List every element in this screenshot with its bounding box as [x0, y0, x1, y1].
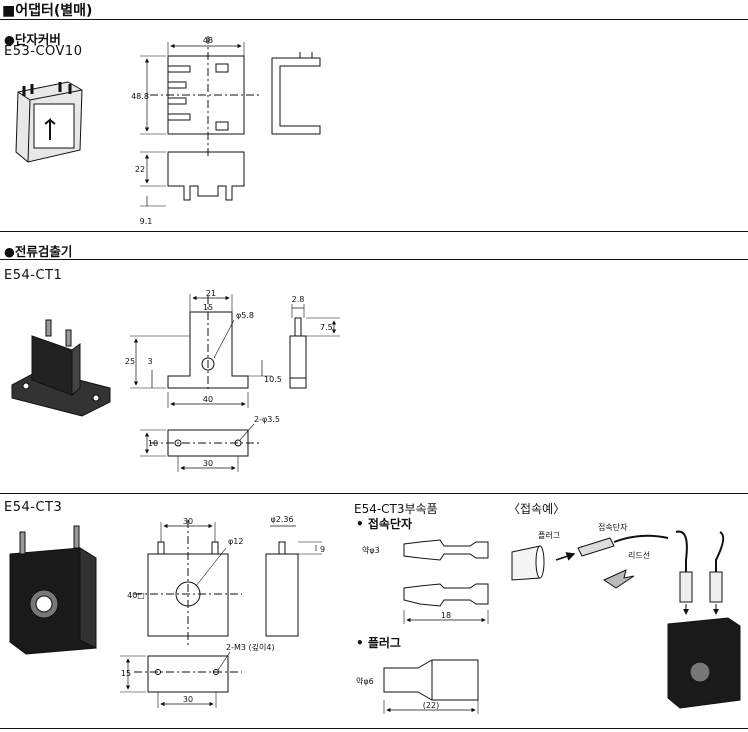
dim-text: 15 — [121, 669, 131, 678]
dim-text: 48.8 — [131, 92, 149, 101]
dim-text: φ5.8 — [236, 311, 254, 320]
terminal-label: • 접속단자 — [356, 517, 413, 531]
example-title: 〈접속예〉 — [508, 502, 566, 516]
cover-side-view — [271, 52, 321, 135]
ct1-bottom-view — [140, 423, 262, 472]
dim-text: 48 — [203, 36, 213, 45]
dim-text: 22 — [135, 165, 145, 174]
dim-text: 2-φ3.5 — [254, 415, 280, 424]
dim-text: 21 — [206, 289, 216, 298]
dim-text: φ2.36 — [270, 515, 293, 524]
example-label-plug: 플러그 — [538, 531, 560, 540]
dim-text: 18 — [441, 611, 451, 620]
divider — [0, 493, 748, 494]
dim-text: 3 — [147, 357, 152, 366]
ct3-side-view — [265, 525, 322, 637]
terminal-drawing — [403, 539, 489, 624]
cover-bottom-view — [140, 151, 245, 207]
cover-photo — [15, 81, 83, 163]
dim-text: 40 — [203, 395, 213, 404]
dim-text: 30 — [183, 517, 193, 526]
dim-text: 9.1 — [140, 217, 153, 226]
dim-text: 약φ6 — [356, 676, 374, 686]
divider — [0, 259, 748, 260]
cover-model: E53-COV10 — [4, 44, 83, 59]
ct3-bottom-view — [120, 651, 242, 708]
ct1-side-view — [289, 304, 340, 389]
plug-label: • 플러그 — [356, 636, 401, 650]
cover-front-view — [140, 36, 262, 156]
dim-text: 10 — [148, 439, 158, 448]
ct3-photo — [9, 525, 97, 655]
page-title: ■어댑터(별매) — [2, 3, 93, 19]
dim-text: 약φ3 — [362, 545, 380, 555]
connection-example — [511, 530, 741, 709]
divider — [0, 728, 748, 729]
dim-text: 7.5 — [320, 323, 333, 332]
ct3-model: E54-CT3 — [4, 500, 63, 515]
dim-text: 25 — [125, 357, 135, 366]
ct3-front-view — [134, 520, 242, 648]
divider — [0, 19, 748, 20]
example-label-terminal: 접속단자 — [598, 522, 628, 532]
plug-drawing — [383, 659, 479, 714]
dim-text: 2-M3 (깊이4) — [226, 642, 275, 652]
dim-text: (22) — [423, 701, 439, 710]
ct1-front-view — [130, 294, 272, 408]
dim-text: 30 — [203, 459, 213, 468]
divider — [0, 231, 748, 232]
ct-heading: ●전류검출기 — [4, 244, 73, 259]
accessory-title: E54-CT3부속품 — [354, 502, 438, 516]
ct1-photo — [11, 319, 111, 417]
ct1-model: E54-CT1 — [4, 268, 63, 283]
dim-text: 2.8 — [292, 295, 305, 304]
dim-text: φ12 — [228, 537, 243, 546]
cover-heading: ●단자커버 — [4, 32, 61, 47]
example-label-lead: 리드선 — [628, 551, 650, 560]
dim-text: 15 — [203, 303, 213, 312]
dim-text: 40□ — [127, 591, 145, 600]
dim-text: 30 — [183, 695, 193, 704]
dim-text: 9 — [320, 545, 325, 554]
dim-text: 10.5 — [264, 375, 282, 384]
